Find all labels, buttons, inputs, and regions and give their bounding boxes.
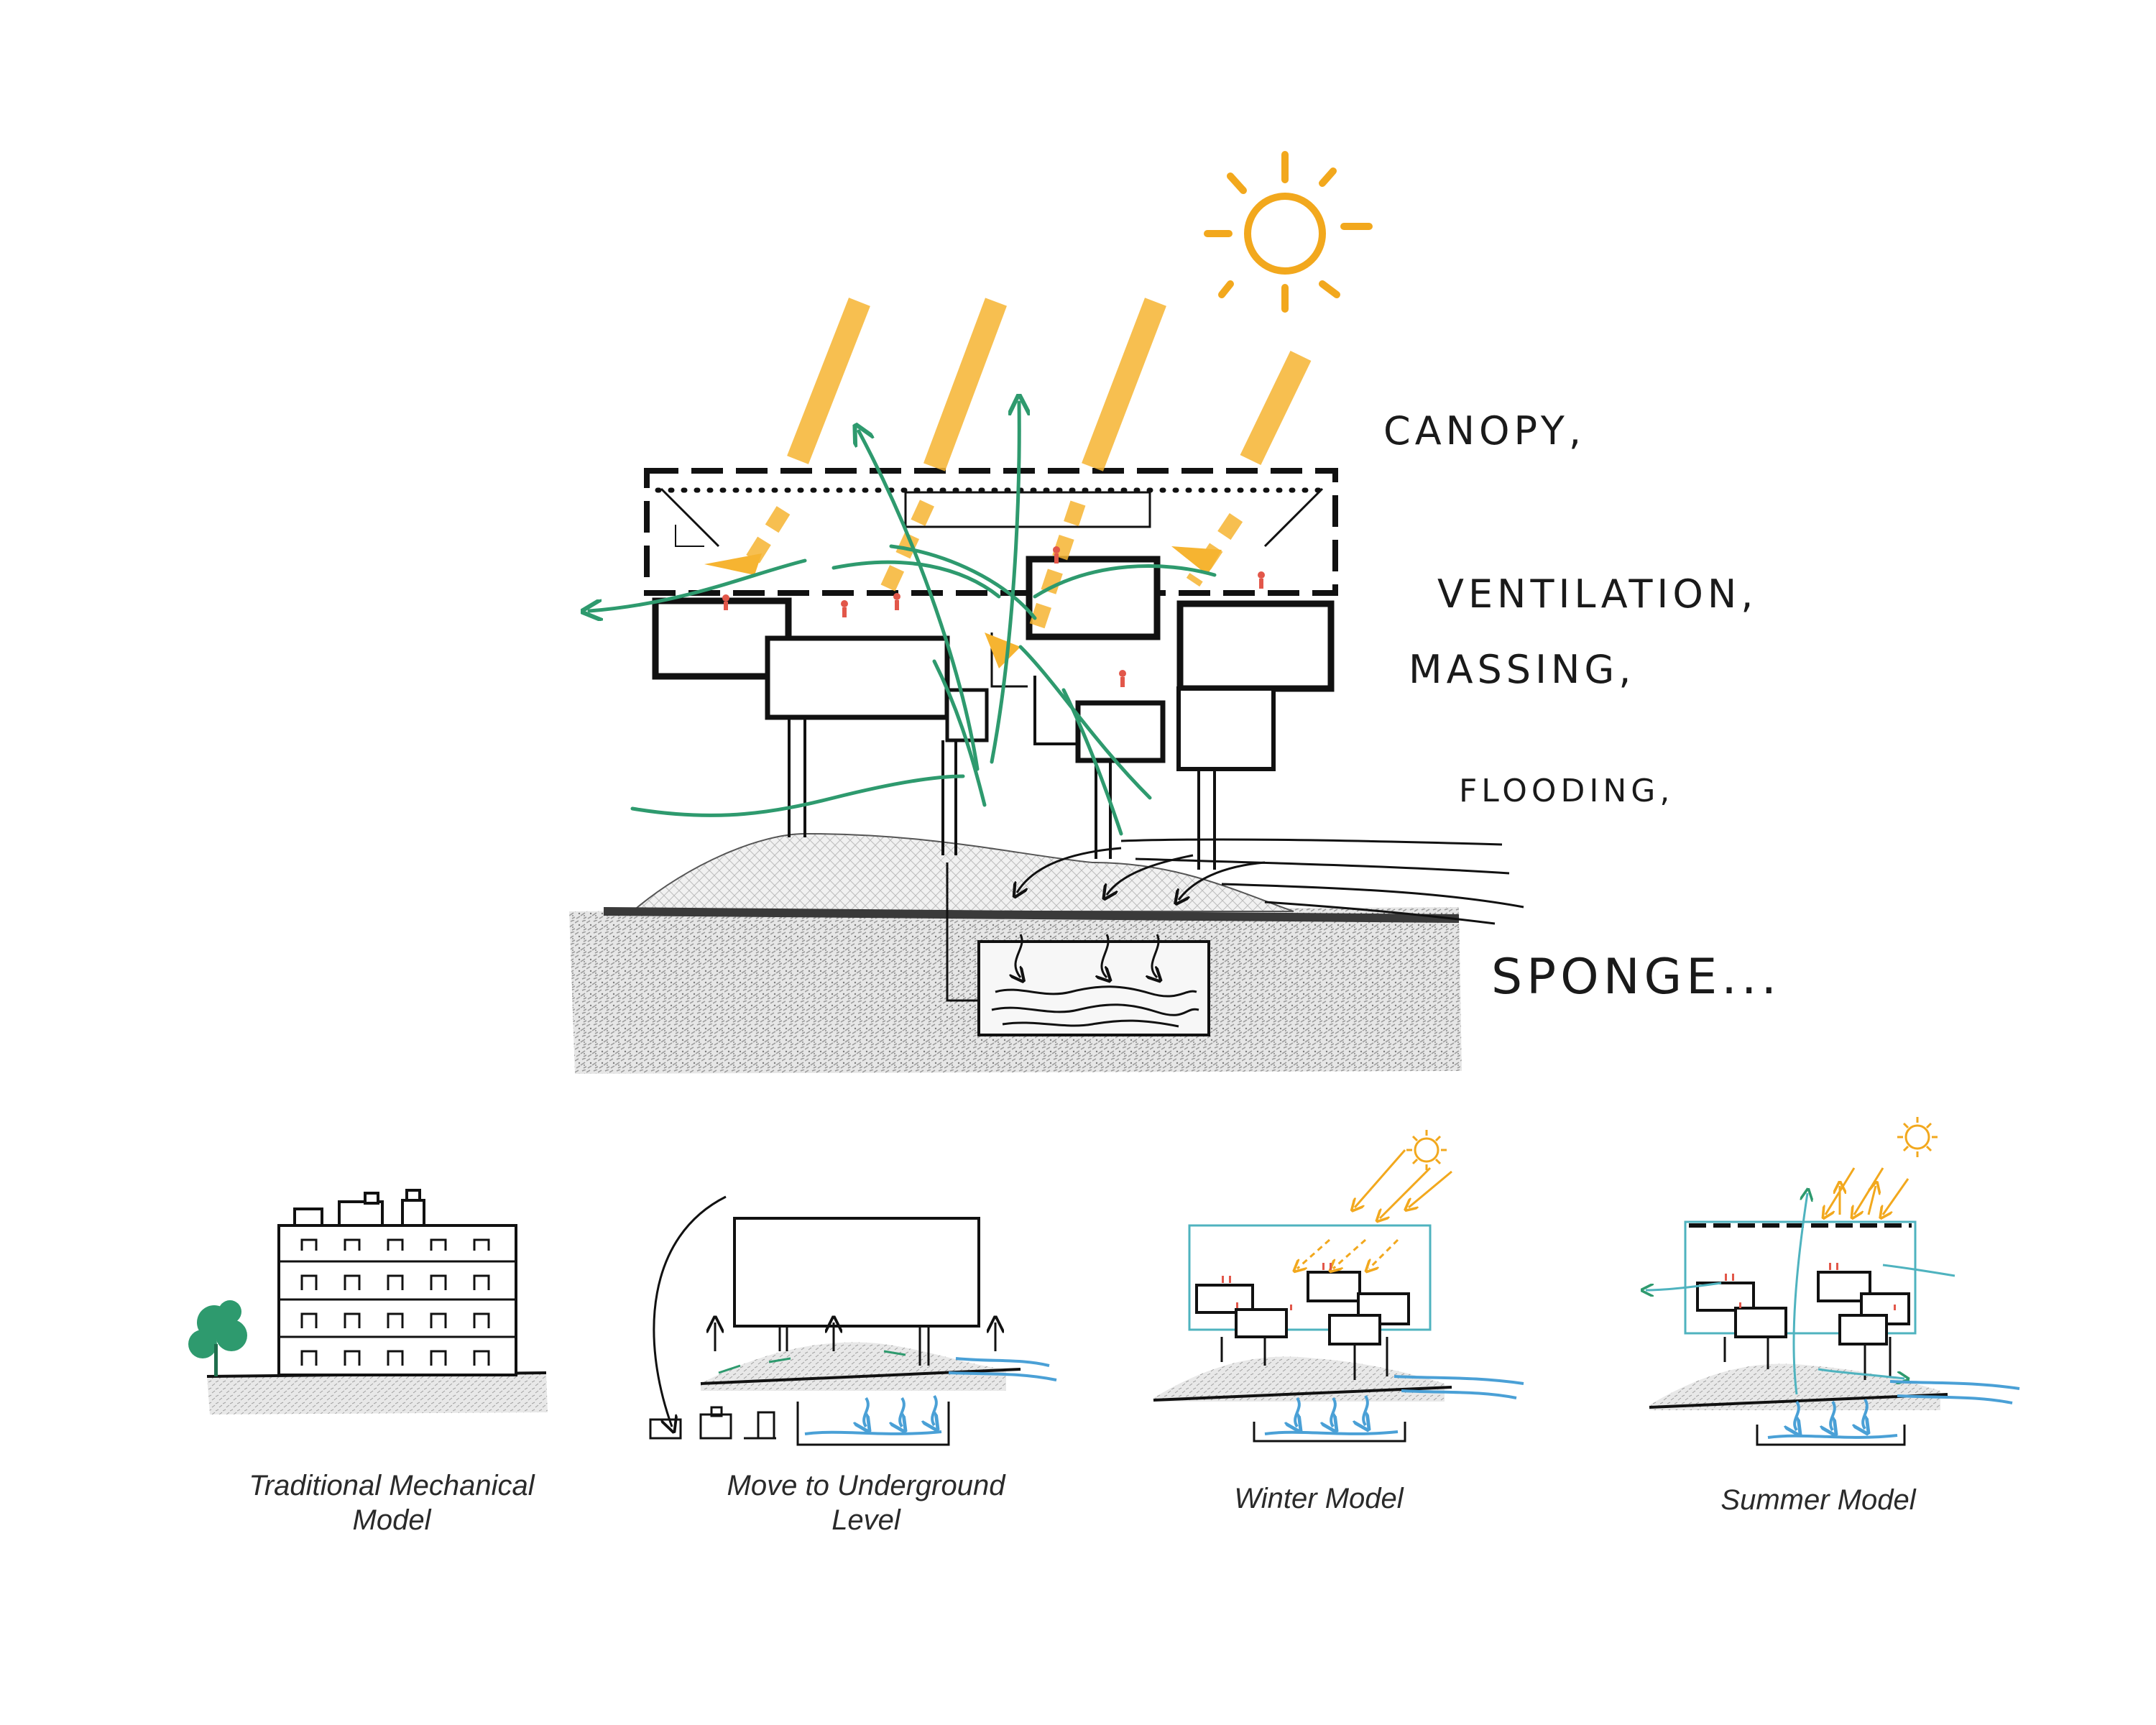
main-section-sketch: CANOPY, VENTILATION, MASSING, FLOODING, … [569,151,1781,1074]
caption: Summer Model [1720,1484,1916,1516]
summer-model: Summer Model [1646,1117,2020,1516]
annotations: CANOPY, VENTILATION, MASSING, FLOODING, … [1383,408,1781,1006]
underground-water-tank [946,862,1210,1036]
caption-line-2: Model [353,1504,432,1536]
ventilation-arrows [589,402,1217,836]
people-figures [722,546,1265,687]
flooding-arrows [1015,838,1524,978]
arrow-icon [653,1195,727,1427]
annotation-ventilation: VENTILATION, [1437,571,1757,617]
winter-model: Winter Model [1153,1130,1524,1514]
traditional-mechanical-model: Traditional Mechanical Model [188,1189,548,1536]
caption-line-1: Move to Underground [727,1470,1007,1501]
sun-icon [1897,1117,1938,1157]
massing-volumes [652,556,1335,771]
building-volume [733,1217,980,1328]
sun-icon [1204,151,1373,313]
annotation-canopy: CANOPY, [1383,408,1585,454]
annotation-sponge: SPONGE... [1491,949,1781,1006]
landscape-mound [630,832,1294,912]
sun-icon [1406,1130,1447,1170]
sun-rays [704,298,1312,668]
canopy-frame [1684,1220,1917,1335]
ground-strip [207,1373,548,1414]
caption-line-1: Traditional Mechanical [249,1470,535,1501]
annotation-massing: MASSING, [1409,647,1635,692]
tree-icon [188,1300,247,1376]
rooftop-equipment [293,1189,425,1227]
caption-line-2: Level [831,1504,901,1536]
ground-line [603,907,1460,923]
canopy [644,468,1338,596]
move-to-underground-model: Move to Underground Level [649,1195,1057,1536]
canopy-frame [1188,1224,1432,1331]
annotation-flooding: FLOODING, [1459,773,1674,809]
caption: Winter Model [1234,1483,1404,1514]
